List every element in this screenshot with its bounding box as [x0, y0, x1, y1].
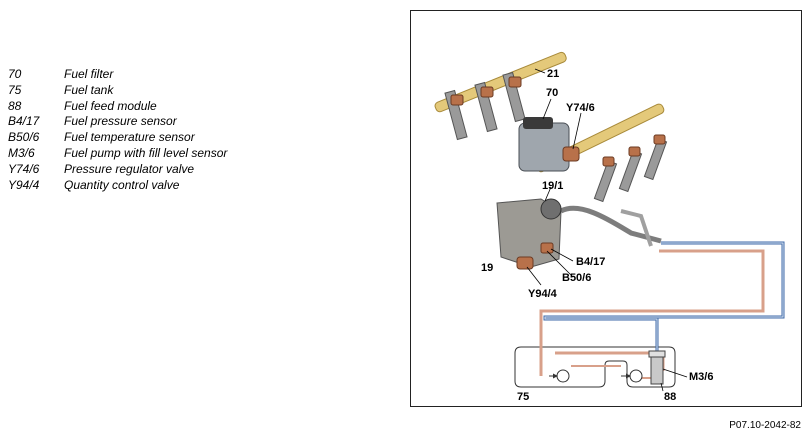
legend-row: 75 Fuel tank: [8, 83, 388, 99]
leader-lines: [526, 68, 688, 392]
legend-text: Fuel filter: [64, 67, 114, 81]
legend-row: 88 Fuel feed module: [8, 99, 388, 115]
legend-code: 70: [8, 67, 22, 81]
pressure-regulator: [562, 146, 580, 162]
tank-pump-left: [556, 369, 570, 383]
fuel-supply-line-inner: [544, 242, 784, 357]
right-injectors: [593, 138, 668, 203]
pump-gear: [540, 198, 562, 220]
left-injector-valves: [450, 76, 522, 106]
left-injectors: [444, 71, 526, 141]
callout-70: 70: [546, 87, 559, 99]
engine-fuel-line: [559, 205, 662, 244]
callout-m3-6: M3/6: [689, 371, 714, 383]
callout-b4-17: B4/17: [576, 256, 606, 268]
legend-code: 75: [8, 82, 22, 97]
legend-text: Fuel tank: [64, 82, 114, 97]
tank-pump-right: [629, 369, 643, 383]
legend-code: M3/6: [8, 145, 35, 160]
callout-88: 88: [664, 391, 677, 403]
legend-row: Y74/6 Pressure regulator valve: [8, 162, 388, 178]
legend-row: Y94/4 Quantity control valve: [8, 178, 388, 194]
legend-code: B4/17: [8, 114, 40, 129]
fuel-pump-module: [650, 353, 664, 385]
callout-b50-6: B50/6: [562, 272, 592, 284]
engine-fuel-line-2: [620, 209, 653, 247]
fuel-temperature-sensor: [540, 242, 554, 254]
legend-text: Pressure regulator valve: [64, 161, 195, 176]
legend-code: B50/6: [8, 130, 40, 145]
right-injector-valves: [602, 134, 666, 167]
callout-y74-6: Y74/6: [566, 102, 595, 114]
callout-19: 19: [481, 262, 494, 274]
legend-text: Quantity control valve: [64, 177, 180, 192]
legend-row: B4/17 Fuel pressure sensor: [8, 114, 388, 130]
legend-text: Fuel pressure sensor: [64, 114, 177, 129]
legend-text: Fuel pump with fill level sensor: [64, 145, 228, 160]
fuel-pump-module-cap: [648, 350, 666, 358]
legend: 70 Fuel filter 75 Fuel tank 88 Fuel feed…: [8, 67, 388, 193]
legend-code: 88: [8, 98, 22, 113]
legend-text: Fuel feed module: [64, 98, 157, 113]
legend-code: Y74/6: [8, 161, 40, 176]
left-fuel-rail: [434, 51, 567, 113]
legend-row: B50/6 Fuel temperature sensor: [8, 130, 388, 146]
legend-text: Fuel temperature sensor: [64, 130, 195, 145]
callout-y94-4: Y94/4: [528, 288, 557, 300]
legend-row: 70 Fuel filter: [8, 67, 388, 83]
fuel-filter: [518, 122, 570, 172]
fuel-system-figure: 21 70 Y74/6 19/1 B4/17 19 B50/6 Y94/4 M3…: [410, 10, 802, 407]
legend-code: Y94/4: [8, 177, 40, 192]
legend-row: M3/6 Fuel pump with fill level sensor: [8, 146, 388, 162]
figure-reference: P07.10-2042-82: [729, 420, 801, 431]
callout-19-1: 19/1: [542, 180, 564, 192]
fuel-return-line: [539, 249, 765, 376]
fuel-system-illustration: [434, 51, 785, 392]
quantity-control-valve: [516, 256, 534, 270]
fuel-filter-top: [523, 117, 553, 129]
callout-75: 75: [517, 391, 530, 403]
callout-21: 21: [547, 68, 560, 80]
